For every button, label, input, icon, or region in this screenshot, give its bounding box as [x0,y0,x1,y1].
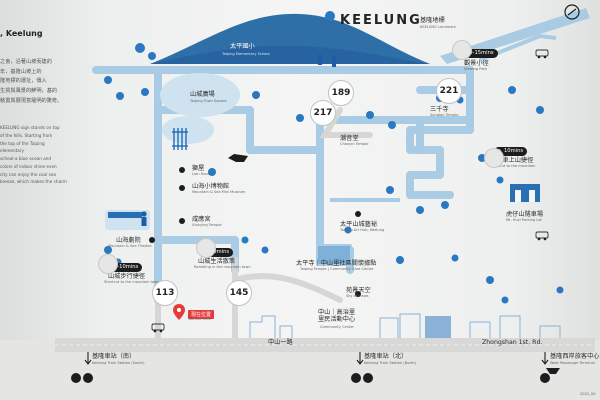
photo-trail [98,254,118,274]
people-icons [141,53,337,226]
place-mountain-shortcut-en: Shortcut to the mountain [490,164,536,168]
intro-en-line: the top of the Taiping elementary [0,140,45,154]
place-shanhai-theatre-en: Mountain & Sea Theatre [108,244,152,248]
place-xianying-temple[interactable]: 咸應宮 [192,216,211,223]
place-xianying-temple-en: Xianying Temple [192,223,222,227]
keelung-landmark-title: KEELUNG [340,13,422,28]
station-keelung-south-en: Keelung Train Station (South) [92,361,145,365]
road-label-en: Zhongshan 1st. Rd. [482,339,543,346]
you-are-here-label-en: You Are Here [188,317,212,321]
intro-cn-line: 隆地標的選址，傳入 [0,78,47,85]
grid-building-icon [172,128,188,150]
intro-cn-block: 之會，沿著山坡而建的 年，基隆山坡上的 隆地標的選址，傳入 生質與風景的鮮明，基… [0,58,72,106]
landmark-name-en: KEELUNG Landmark [420,25,456,29]
station-keelung-south[interactable]: 基隆車站（南） [92,353,136,360]
place-taiping-art-hub[interactable]: 太平山城藝祕 [340,221,378,228]
ship-icon [546,368,560,374]
station-arrows [84,352,549,365]
landmark-flower-icons [149,167,361,297]
place-sanqian-temple[interactable]: 三千寺 [430,106,449,113]
bus-route-145[interactable]: 145 [226,280,252,306]
place-lion-house-en: Lion House [192,172,212,176]
place-zhongshan-activity-center[interactable]: 中山｜高治里 里民活動中心 [318,309,356,323]
intro-cn-line: 生質與風景的鮮明，基的 [0,87,58,94]
place-zhongshan-activity-center-en: Community Center [320,325,355,329]
place-shancheng-square[interactable]: 山城廣場 [190,91,215,98]
place-mountain-trail-en: Shortcut to the mountain town [104,280,160,284]
compass-icon [564,4,580,20]
intro-en-line: school-a blue ocean and [0,156,52,162]
walking-paths [92,66,474,304]
bus-route-113[interactable]: 113 [152,280,178,306]
place-mountain-shortcut[interactable]: 內機車上山捷徑 [490,157,534,164]
page-title-en: , Keelung [0,29,43,38]
theatre-roof [108,212,142,218]
landmark-name-cn: 基隆地標 [420,17,445,24]
intro-en-block: KEELUNG sign stands on top of the hills.… [0,124,70,186]
place-mountain-trail[interactable]: 山城步行捷徑 [108,273,146,280]
place-rambling-route[interactable]: 山城生活散策 [198,258,236,265]
place-taiping-elementary[interactable]: 太平國小 [230,43,255,50]
intro-cn-line: 裝置與展現意羅明的驚奇。 [0,97,63,104]
intro-cn-line: 之會，沿著山坡而建的 [0,59,52,65]
place-sky-of-views[interactable]: 苑景天空 [346,287,371,294]
cat-icon [228,154,248,162]
bus-route-221[interactable]: 221 [436,78,462,104]
place-sky-of-views-en: Sky of Views [346,294,369,298]
station-keelung-north-en: Keelung Train Station (North) [364,361,417,365]
photo-rambling [196,238,216,258]
roads [155,107,373,343]
place-mountain-museum[interactable]: 山海小博物館 [192,183,230,190]
photo-viewing-path [452,40,472,60]
intro-en-line: of the hills. Starting from [0,132,53,138]
place-rambling-route-en: Rambling in the mountain town [194,265,251,269]
place-huzi-parking[interactable]: 虎仔山隧車場 [506,211,544,218]
place-mountain-museum-en: Mountain & Sea Mini Museum [192,190,246,194]
intro-en-line: breeze, which makes the charm [0,179,67,185]
place-taiping-elementary-en: Taiping Elementary School [222,52,270,56]
community-block [318,246,350,264]
building-silhouettes [249,313,561,338]
place-viewing-path-en: Viewing Path [464,67,488,71]
transport-icons [71,373,550,383]
intro-cn-line: 年，基隆山坡上的 [0,68,42,75]
footer-code: 2022_00 [580,392,596,396]
place-chaoyin-temple[interactable]: 潮音堂 [340,135,359,142]
intro-en-line: colors of indoor shine even [0,163,57,169]
station-west-passenger-terminal[interactable]: 基隆西岸旅客中心 [550,353,600,360]
secondary-paths [330,33,557,202]
place-taiping-art-hub-en: Taiping Art Hub, Keelung [340,228,385,232]
intro-en-line: city can enjoy the cool sea [0,171,56,177]
photo-mountain-shortcut [484,148,504,168]
huzi-gate-icon [510,184,540,202]
place-community-care-center-en: Taiping Temple | Community Care Center [300,267,374,271]
place-shancheng-square-en: Taiping Town Square [190,99,227,103]
place-shanhai-theatre[interactable]: 山海劇院 [116,237,141,244]
you-are-here-label: 現在位置 [188,310,215,319]
intro-en-line: KEELUNG sign stands on top [0,125,60,130]
bus-route-217[interactable]: 217 [310,100,336,126]
place-viewing-path[interactable]: 觀景小徑 [464,60,489,67]
car-icons [151,49,549,331]
station-west-passenger-terminal-en: West Passenger Terminal [550,361,595,365]
place-lion-house[interactable]: 獅屋 [192,165,205,172]
station-keelung-north[interactable]: 基隆車站（北） [364,353,408,360]
place-community-care-center[interactable]: 太平寺｜中山里社區關懷據點 [296,260,377,267]
activity-center-building [425,316,451,338]
place-sanqian-temple-en: Sanqian Temple [430,113,459,117]
bus-route-189[interactable]: 189 [328,80,354,106]
place-huzi-parking-en: Mt. Huzi Parking Lot [506,218,542,222]
car-wheels [153,55,547,333]
place-chaoyin-temple-en: Chaoyin Temple [340,142,369,146]
you-are-here-pin-icon [173,304,185,320]
road-label: 中山一路 [268,339,293,346]
